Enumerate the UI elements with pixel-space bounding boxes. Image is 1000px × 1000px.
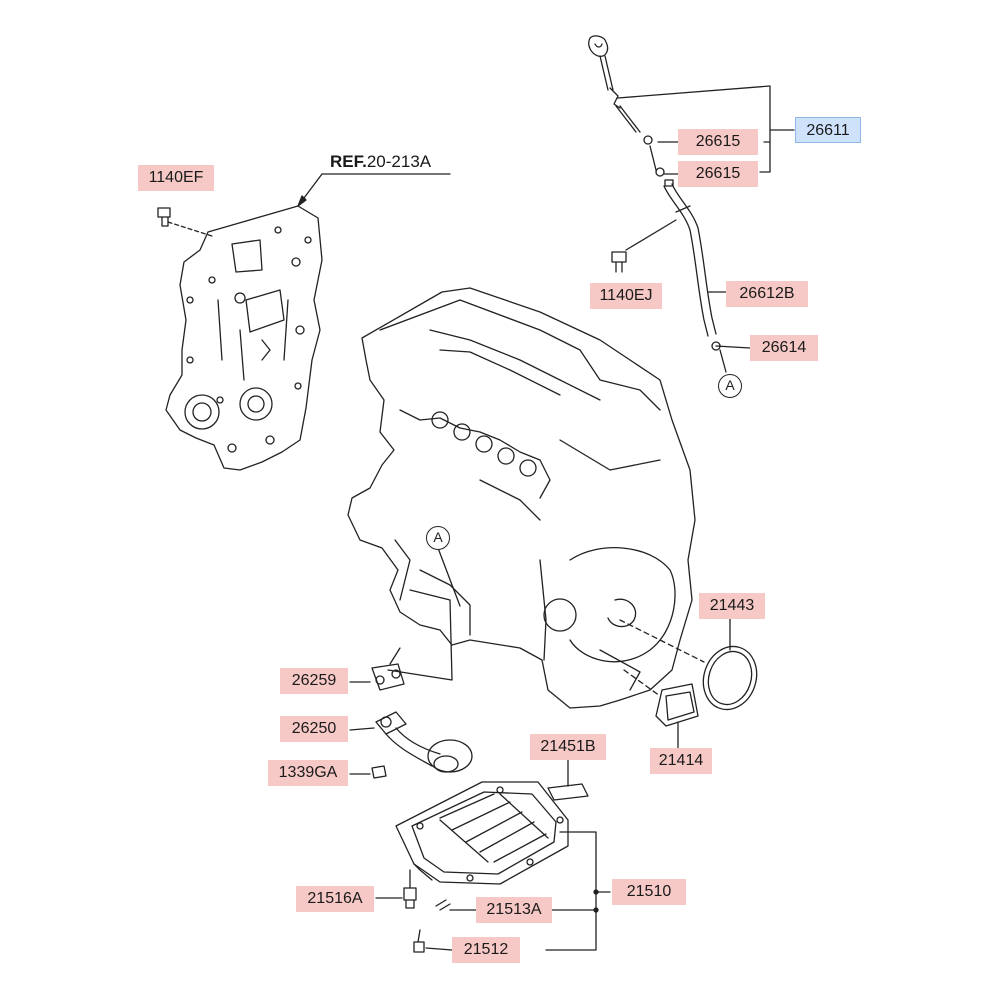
- callout-a-upper: A: [718, 374, 742, 398]
- oil-strainer-drawing: [349, 711, 473, 773]
- part-label-26250[interactable]: 26250: [280, 716, 348, 742]
- part-label-21443[interactable]: 21443: [699, 593, 765, 619]
- part-label-21512[interactable]: 21512: [452, 937, 520, 963]
- part-label-26259[interactable]: 26259: [280, 668, 348, 694]
- timing-cover-drawing: [165, 205, 323, 471]
- part-label-1140ej[interactable]: 1140EJ: [590, 283, 662, 309]
- part-label-1140ef[interactable]: 1140EF: [138, 165, 214, 191]
- plate-21414-drawing: [623, 669, 699, 749]
- reference-code: 20-213A: [366, 152, 432, 171]
- reference-note: REF.20-213A: [330, 152, 431, 172]
- part-label-21451b[interactable]: 21451B: [530, 734, 606, 760]
- part-label-26612b[interactable]: 26612B: [726, 281, 808, 307]
- part-label-26611[interactable]: 26611: [795, 117, 861, 143]
- dipstick-tube-drawing: [625, 179, 721, 351]
- bolt-21512-drawing: [413, 929, 453, 953]
- gasket-21443-drawing: [619, 617, 758, 711]
- gasket-21451b-drawing: [547, 759, 589, 801]
- washer-drawing: [435, 899, 477, 911]
- gasket-26259-drawing: [349, 647, 405, 691]
- part-label-26615-upper[interactable]: 26615: [678, 129, 758, 155]
- part-label-26614[interactable]: 26614: [750, 335, 818, 361]
- part-label-21516a[interactable]: 21516A: [296, 886, 374, 912]
- part-label-1339ga[interactable]: 1339GA: [268, 760, 348, 786]
- drain-plug-drawing: [375, 869, 417, 909]
- engine-block-drawing: [347, 287, 696, 709]
- dipstick-drawing: [588, 35, 771, 177]
- bolt-1140ej-drawing: [611, 251, 627, 273]
- part-label-21513a[interactable]: 21513A: [476, 897, 552, 923]
- part-label-26615-lower[interactable]: 26615: [678, 161, 758, 187]
- part-label-21510[interactable]: 21510: [612, 879, 686, 905]
- bolt-1140ef-drawing: [157, 207, 213, 237]
- reference-prefix: REF.: [330, 152, 367, 171]
- oil-pan-drawing: [395, 781, 569, 885]
- callout-a-block: A: [426, 526, 450, 550]
- part-label-21414[interactable]: 21414: [650, 748, 712, 774]
- bolt-1339ga-drawing: [349, 765, 387, 779]
